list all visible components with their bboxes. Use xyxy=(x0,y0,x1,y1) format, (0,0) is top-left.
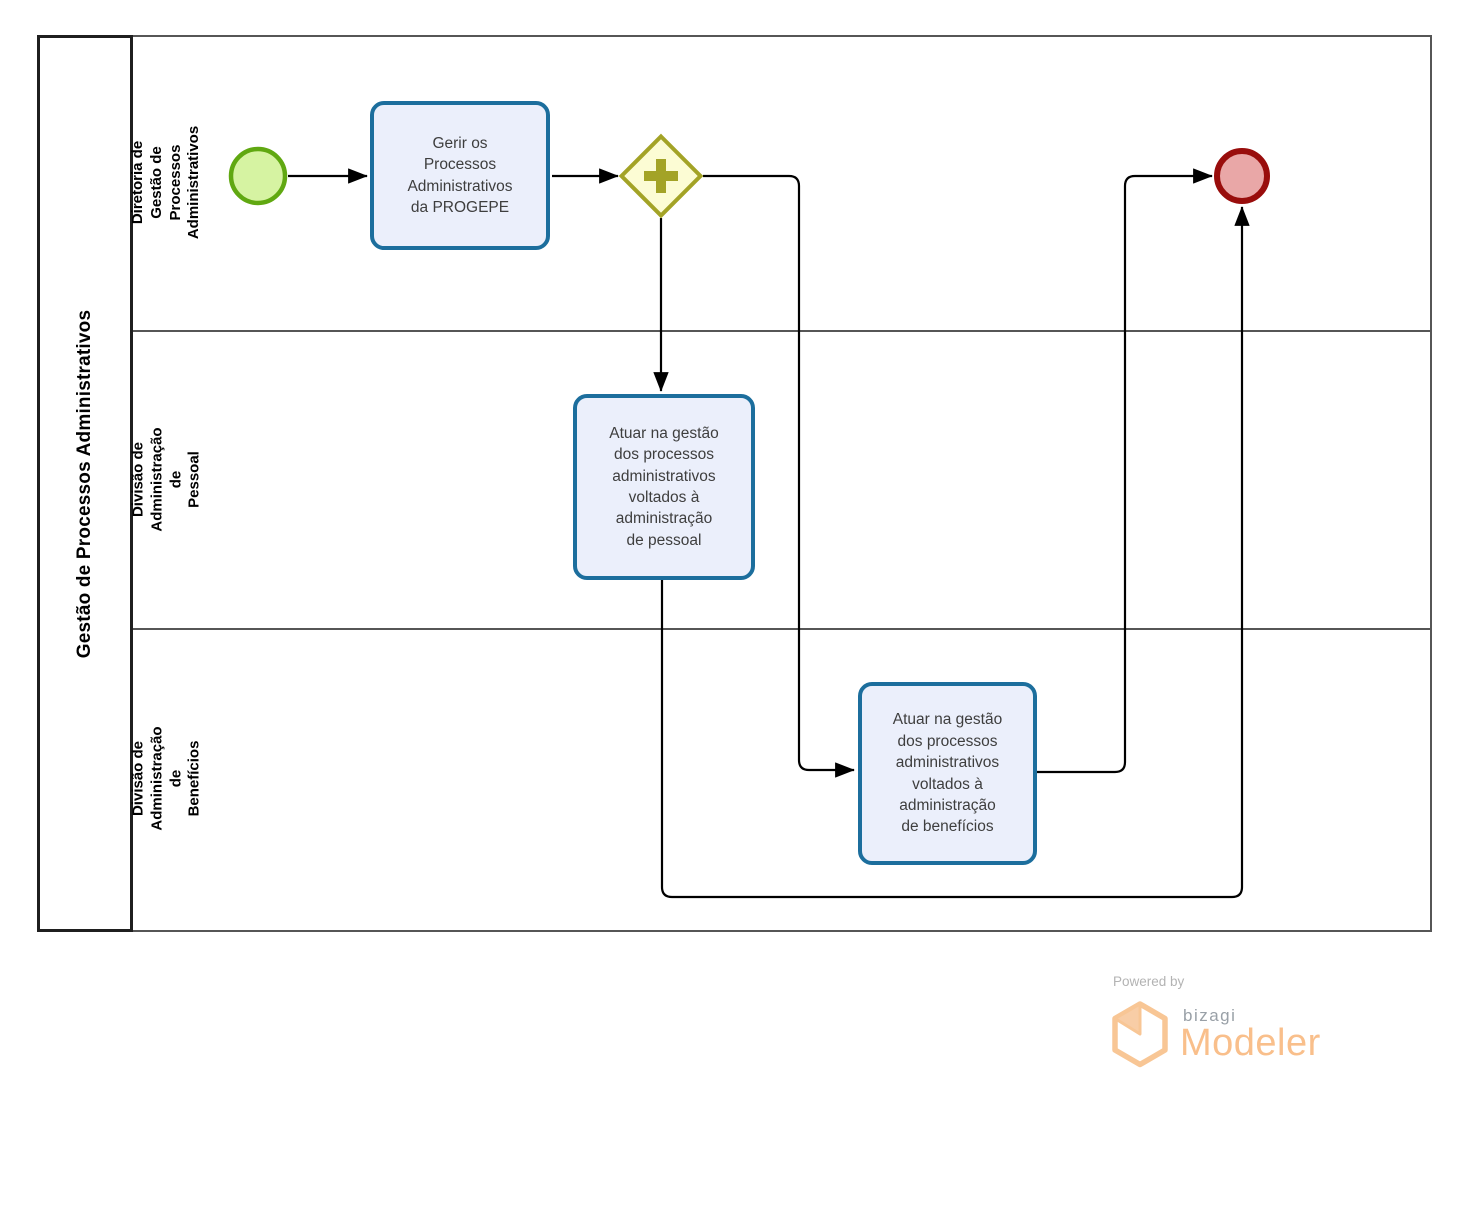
task-gestao-pessoal[interactable]: Atuar na gestão dos processos administra… xyxy=(573,394,755,580)
task-gestao-beneficios[interactable]: Atuar na gestão dos processos administra… xyxy=(858,682,1037,865)
flow-gateway-to-beneficios[interactable] xyxy=(703,174,855,778)
end-event[interactable] xyxy=(1214,148,1270,204)
modeler-wordmark: Modeler xyxy=(1180,1022,1321,1064)
flow-pessoal-to-end[interactable] xyxy=(660,206,1250,899)
pool-gestao-processos: Gestão de Processos Administrativos Dire… xyxy=(37,35,1432,932)
pool-header: Gestão de Processos Administrativos xyxy=(37,35,133,932)
powered-by-label: Powered by xyxy=(1113,974,1185,989)
bizagi-wordmark: bizagi xyxy=(1183,1006,1237,1025)
gateway-plus-icon xyxy=(644,159,678,193)
bizagi-modeler-brand: Powered by bizagi Modeler xyxy=(1105,972,1405,1082)
start-event[interactable] xyxy=(228,146,288,206)
bizagi-logo-icon xyxy=(1112,1001,1168,1068)
lane-separator-2 xyxy=(133,628,1432,630)
task-gerir-processos[interactable]: Gerir os Processos Administrativos da PR… xyxy=(370,101,550,250)
flow-beneficios-to-end[interactable] xyxy=(1037,168,1213,774)
lane-separator-1 xyxy=(133,330,1432,332)
